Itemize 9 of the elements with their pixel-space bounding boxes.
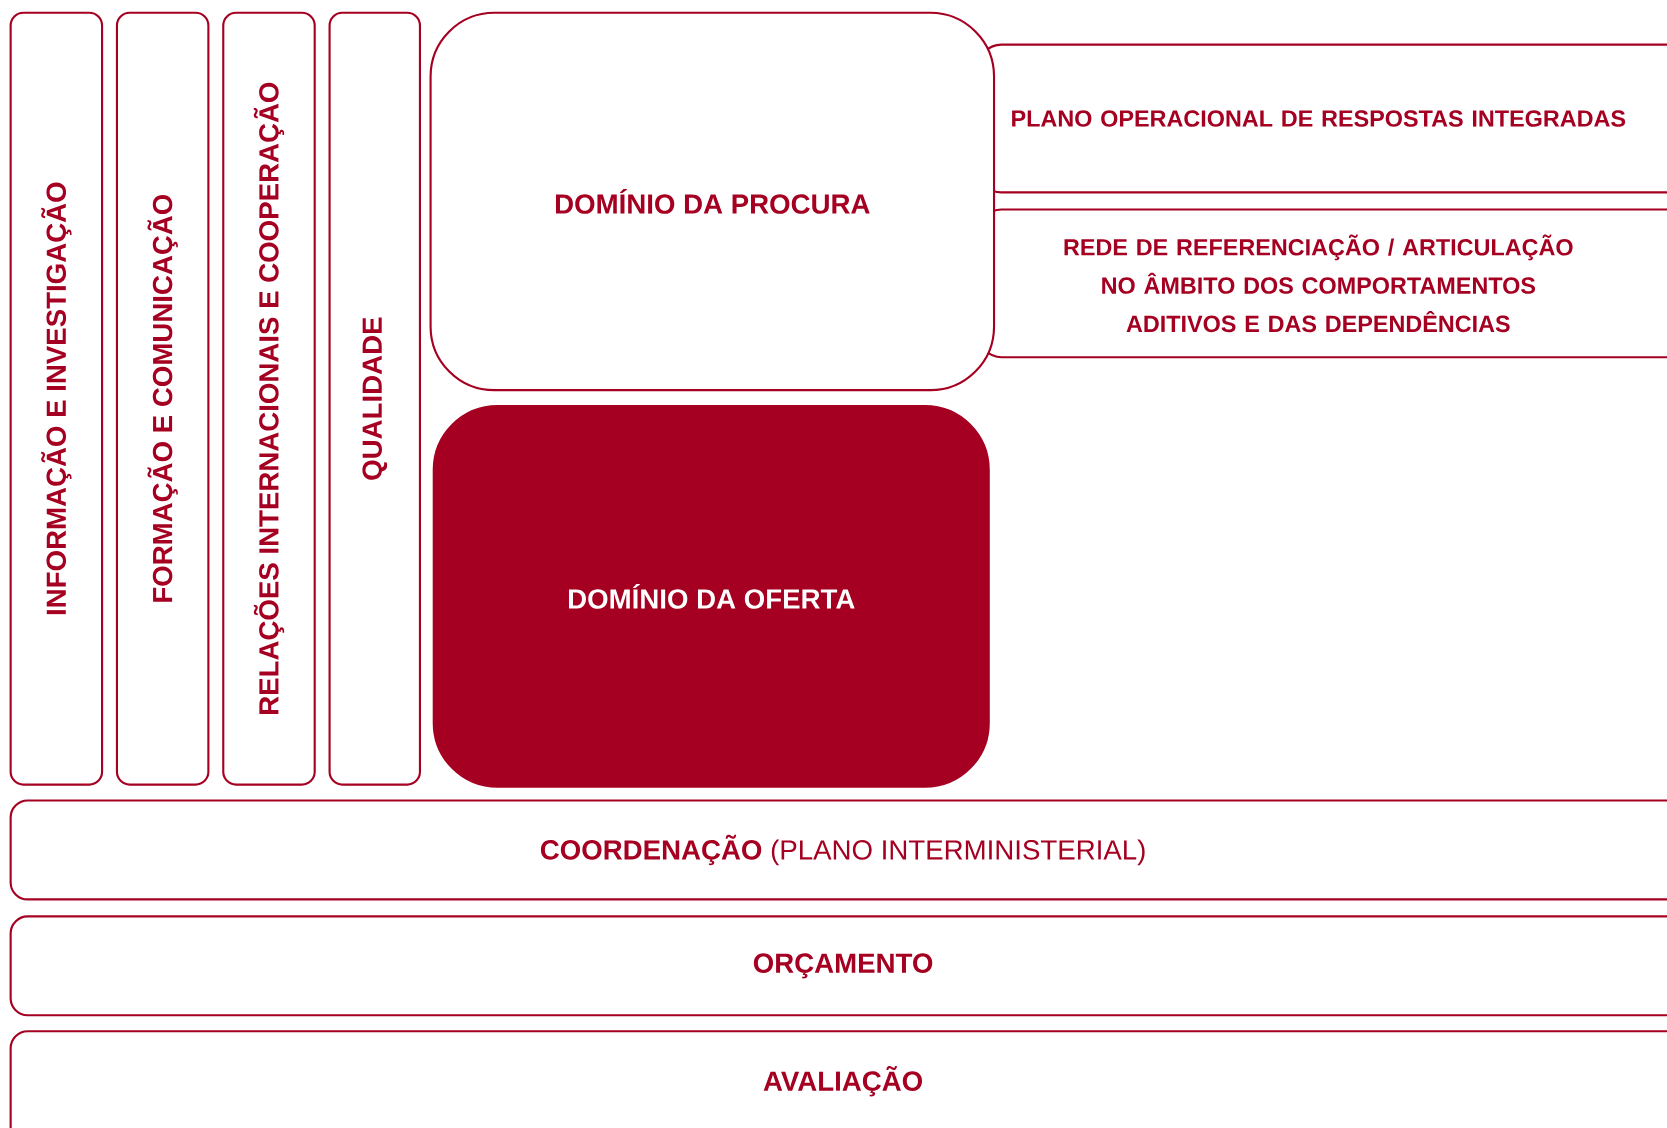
pillar-box: INFORMAÇÃO E INVESTIGAÇÃO xyxy=(9,11,104,786)
band-box: AVALIAÇÃO xyxy=(9,1030,1667,1128)
pillar-box: RELAÇÕES INTERNACIONAIS E COOPERAÇÃO xyxy=(222,11,316,786)
pillar-box: QUALIDADE xyxy=(328,11,421,786)
domain-box: DOMÍNIO DA PROCURA xyxy=(429,11,996,392)
band-box: ORÇAMENTO xyxy=(9,915,1667,1017)
pillar-box: FORMAÇÃO E COMUNICAÇÃO xyxy=(115,11,210,786)
domain-box: DOMÍNIO DA OFERTA xyxy=(432,405,990,788)
band-box: COORDENAÇÃO (PLANO INTERMINISTERIAL) xyxy=(9,799,1667,901)
